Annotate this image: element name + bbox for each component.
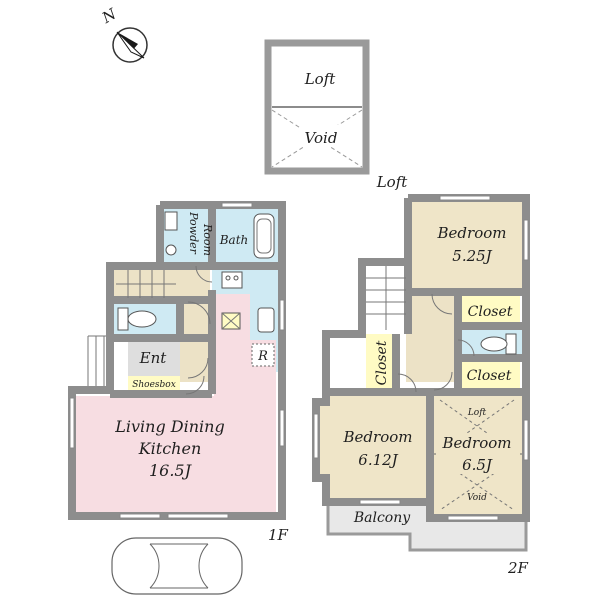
compass-north-label: N [98, 4, 120, 27]
kitchen-sink [257, 307, 275, 333]
ldk-size: 16.5J [149, 461, 193, 480]
balcony-label: Balcony [353, 510, 411, 526]
stairs-1f [116, 270, 176, 298]
shoesbox-label: Shoesbox [132, 380, 176, 390]
hall-2f-fill [406, 292, 458, 382]
refrigerator-label: R [257, 349, 268, 364]
bedroom-3-size: 6.5J [462, 456, 493, 474]
bedroom-2-size: 6.12J [358, 451, 398, 469]
toilet-2f [480, 333, 517, 355]
void-label-bg [300, 125, 342, 147]
shoesbox-fill [128, 376, 180, 390]
powder-room-label-1: Powder [187, 211, 200, 255]
floor-2-doors [397, 293, 475, 393]
bedroom-3-label: Bedroom [442, 434, 512, 452]
floor-2-plan: Bedroom 5.25J Closet Closet Closet Bedro… [312, 194, 530, 577]
bedroom-2-label: Bedroom [343, 428, 413, 446]
washbasin [164, 211, 178, 256]
floor-1-windows [69, 202, 285, 519]
bedroom-3-loft-label: Loft [467, 408, 487, 418]
closet-2-label: Closet [467, 368, 512, 384]
floor-2-windows [313, 195, 529, 521]
stairs-2f [366, 266, 406, 330]
bedroom-3-label-bg [436, 434, 520, 474]
ldk-fill [76, 294, 276, 512]
bedroom-3-void-label: Void [467, 493, 487, 503]
bathtub [253, 213, 275, 259]
floor-1-plan: Powder Room Bath Ent Shoesbox R Living D… [68, 201, 289, 544]
loft-room-label: Loft [304, 70, 337, 88]
entrance-label: Ent [139, 349, 168, 367]
refrigerator-space [251, 343, 275, 367]
loft-floor-label: Loft [376, 173, 409, 191]
kitchen-stove [221, 271, 243, 289]
bedroom-1-label: Bedroom [437, 224, 507, 242]
void-diagonal-1 [271, 109, 363, 168]
toilet-1f [117, 307, 157, 331]
bedroom-2-fill [318, 394, 428, 500]
closet-1-fill [460, 296, 520, 326]
floor-1-doors [185, 265, 213, 395]
closet-2-fill [458, 360, 520, 390]
car-icon [111, 537, 243, 595]
loft-plan: Loft Void Loft [264, 39, 409, 191]
ldk-label-line2: Kitchen [138, 439, 202, 458]
ldk-label-line1: Living Dining [114, 417, 224, 436]
bedroom-1-fill [412, 200, 524, 288]
closet-vertical-label: Closet [374, 340, 390, 385]
floor-2-label: 2F [507, 559, 529, 577]
north-arrow-icon [116, 31, 145, 59]
compass: N [98, 4, 148, 63]
closet-1-label: Closet [468, 304, 513, 320]
void-diagonal-2 [271, 109, 363, 168]
floor-1-label: 1F [268, 526, 289, 544]
bedroom-1-size: 5.25J [452, 247, 492, 265]
powder-room-label-2: Room [201, 223, 214, 256]
bath-label: Bath [219, 233, 249, 247]
closet-vertical-fill [366, 334, 396, 392]
range-hood [221, 312, 241, 330]
entrance-fill [128, 340, 180, 376]
void-room-label: Void [305, 129, 338, 147]
